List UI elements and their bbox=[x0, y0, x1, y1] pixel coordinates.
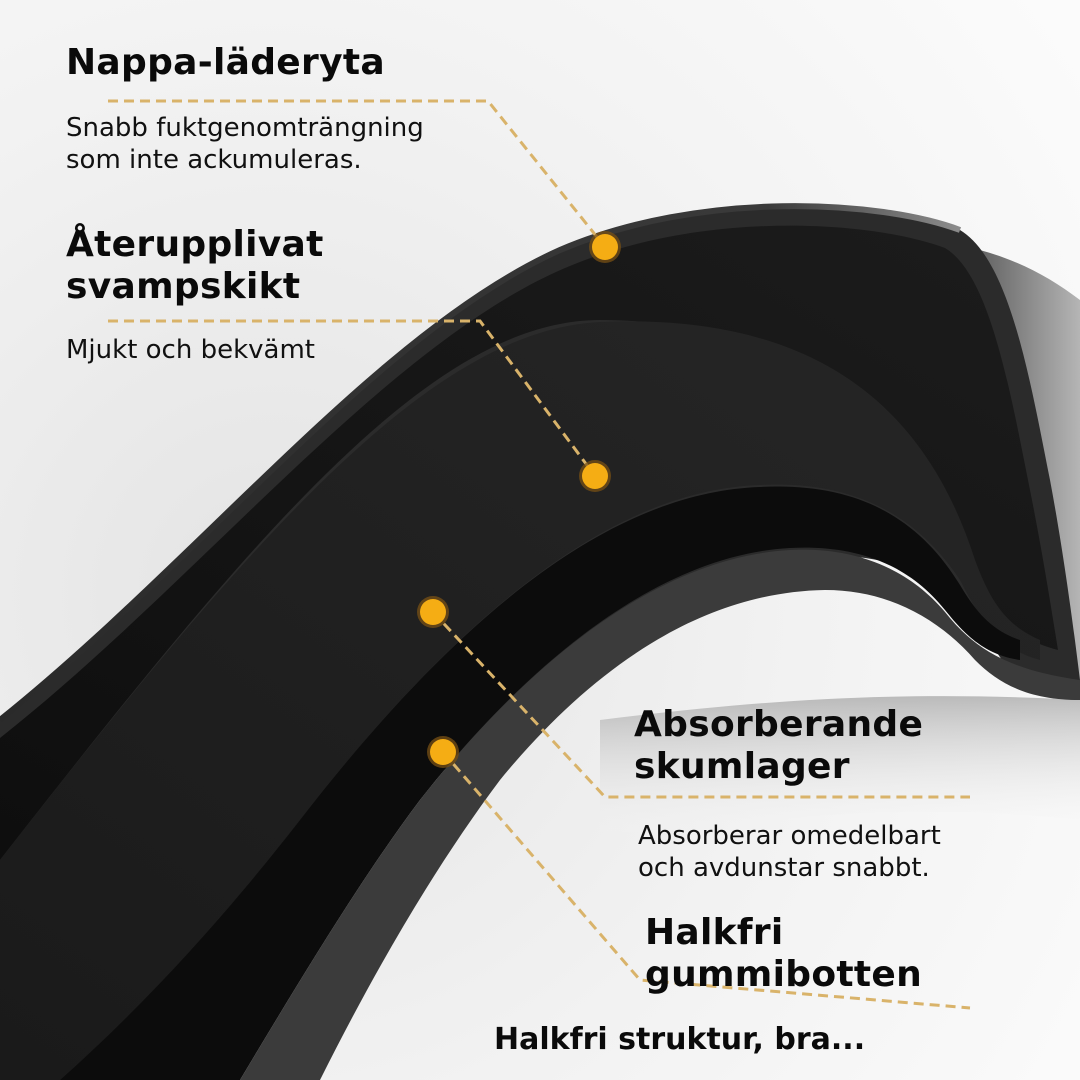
description-line: Snabb fuktgenomträngning bbox=[66, 113, 424, 143]
leader-line-rubber bbox=[441, 751, 971, 1010]
callout-title: Nappa-läderyta bbox=[66, 42, 385, 83]
layer-rubber bbox=[240, 549, 1080, 1080]
title-line: gummibotten bbox=[645, 954, 923, 995]
callout-rubber-title: Halkfri gummibotten bbox=[645, 912, 922, 996]
description-line: och avdunstar snabbt. bbox=[638, 853, 930, 883]
title-line: svampskikt bbox=[66, 266, 301, 307]
callout-foam-title: Absorberande skumlager bbox=[634, 704, 923, 788]
dot-marker-icon bbox=[582, 463, 608, 489]
description-line: som inte ackumuleras. bbox=[66, 145, 362, 175]
callout-foam-description: Absorberar omedelbart och avdunstar snab… bbox=[638, 820, 941, 884]
dot-marker-icon bbox=[420, 599, 446, 625]
callout-nappa-leather: Nappa-läderyta bbox=[66, 42, 385, 84]
layer-foam bbox=[60, 486, 1020, 1080]
description-line: Mjukt och bekvämt bbox=[66, 335, 315, 365]
leader-line-nappa bbox=[108, 99, 607, 248]
callout-rubber-description: Halkfri struktur, bra... bbox=[494, 1022, 866, 1057]
callout-description: Snabb fuktgenomträngning som inte ackumu… bbox=[66, 112, 424, 176]
layer-nappa-leather bbox=[0, 225, 1058, 861]
dot-marker-icon bbox=[430, 739, 456, 765]
description-line: Absorberar omedelbart bbox=[638, 821, 941, 851]
leader-line-foam bbox=[431, 610, 970, 799]
dot-marker-icon bbox=[592, 234, 618, 260]
title-line: skumlager bbox=[634, 746, 850, 787]
callout-sponge-description: Mjukt och bekvämt bbox=[66, 334, 315, 366]
title-line: Absorberande bbox=[634, 704, 924, 745]
title-line: Halkfri bbox=[645, 912, 784, 953]
title-line: Återupplivat bbox=[66, 224, 324, 265]
callout-sponge-title: Återupplivat svampskikt bbox=[66, 224, 324, 308]
leader-line-sponge bbox=[108, 319, 597, 477]
layer-sponge bbox=[0, 321, 1040, 1080]
